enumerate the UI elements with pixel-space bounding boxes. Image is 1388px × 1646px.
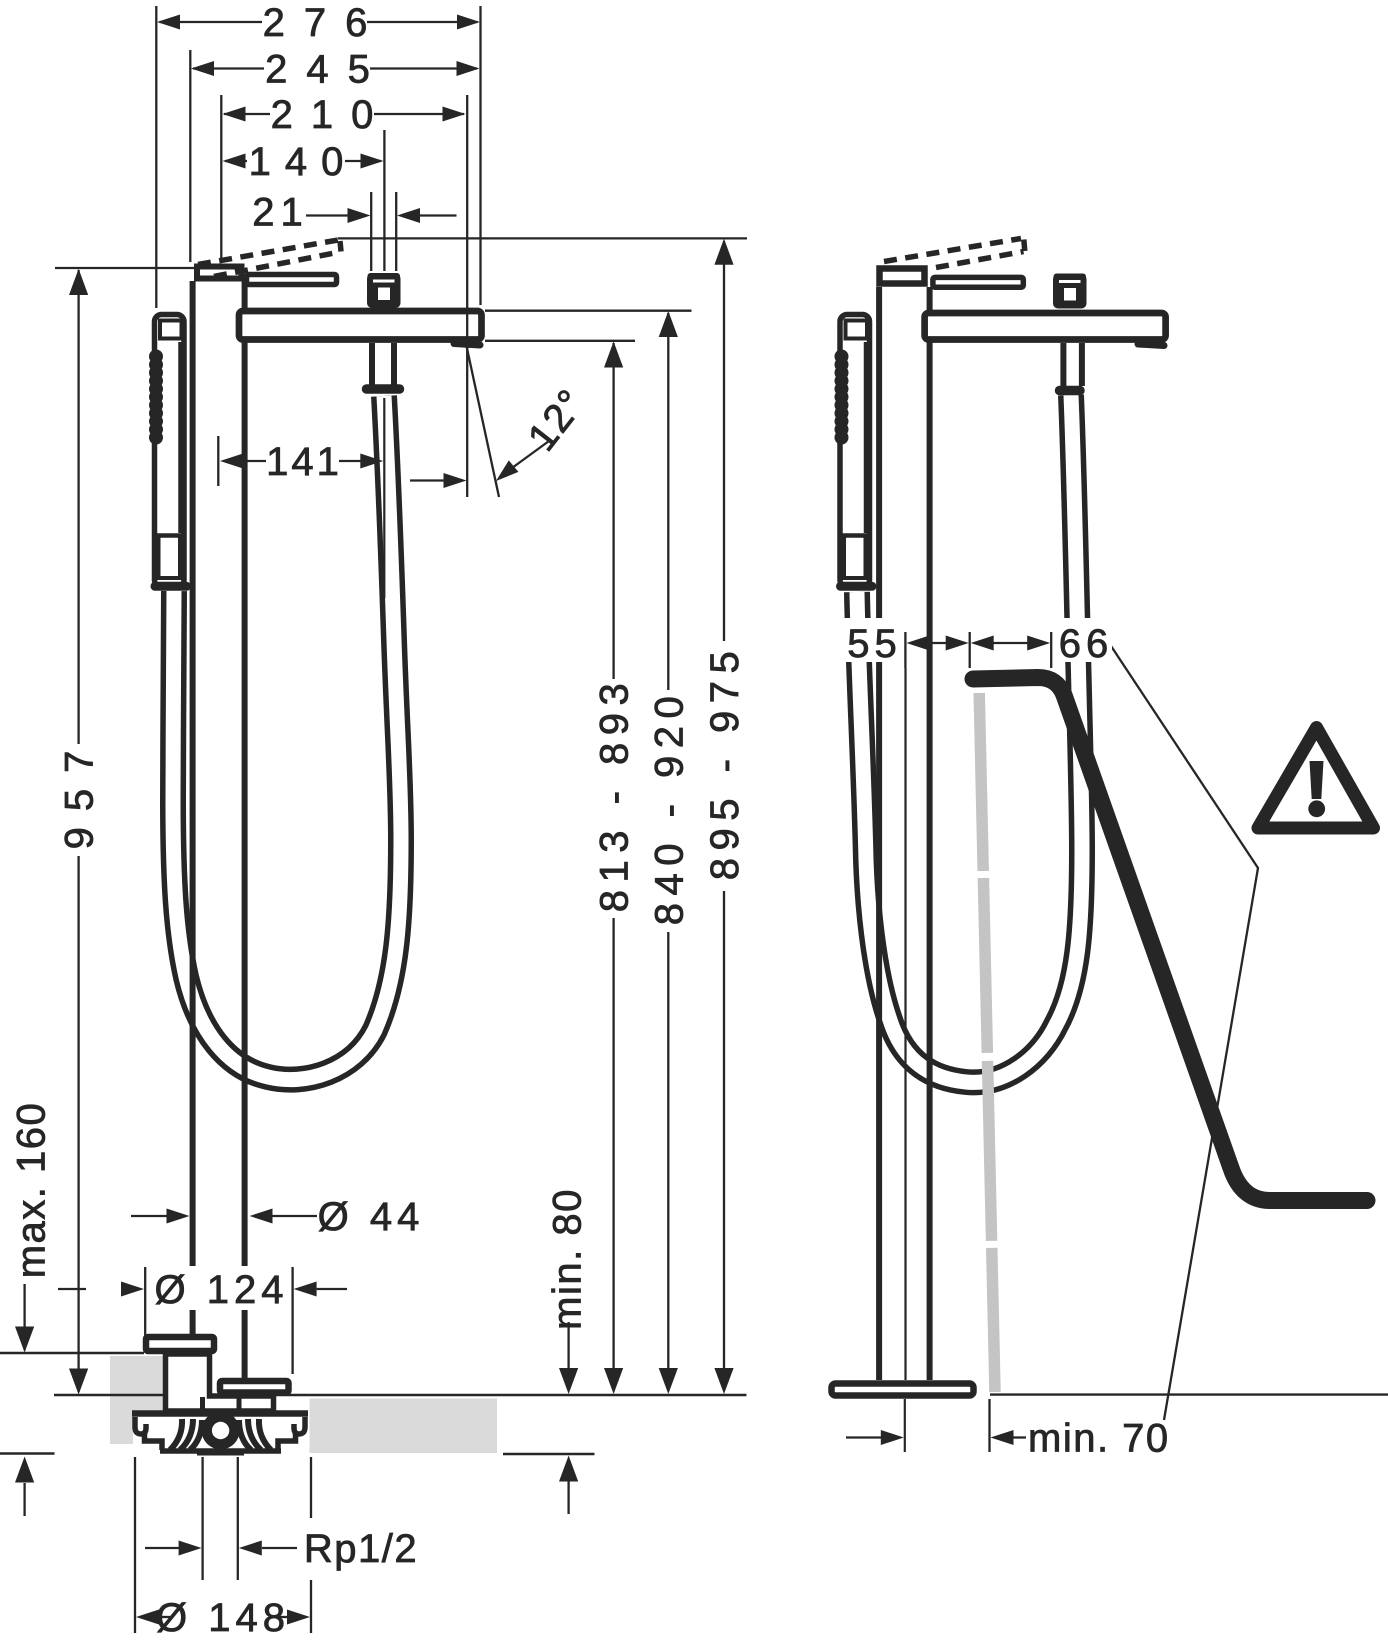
svg-text:55: 55 [847, 622, 902, 666]
svg-text:min. 80: min. 80 [546, 1188, 590, 1330]
svg-text:840 - 920: 840 - 920 [647, 689, 691, 926]
svg-text:min. 70: min. 70 [1028, 1417, 1170, 1461]
svg-text:895 - 975: 895 - 975 [703, 644, 747, 881]
svg-text:Ø 44: Ø 44 [318, 1195, 425, 1239]
svg-text:813 - 893: 813 - 893 [593, 676, 637, 913]
svg-text:140: 140 [249, 140, 358, 184]
svg-text:Ø 148: Ø 148 [156, 1596, 290, 1640]
svg-text:21: 21 [252, 191, 309, 235]
svg-text:210: 210 [271, 93, 392, 137]
svg-text:141: 141 [266, 440, 342, 484]
svg-text:245: 245 [265, 48, 389, 92]
svg-text:276: 276 [263, 1, 387, 45]
svg-text:max. 160: max. 160 [10, 1102, 54, 1279]
svg-text:Rp1/2: Rp1/2 [304, 1527, 418, 1571]
svg-text:957: 957 [58, 735, 102, 850]
svg-text:66: 66 [1059, 622, 1114, 666]
svg-text:Ø 124: Ø 124 [155, 1268, 289, 1312]
